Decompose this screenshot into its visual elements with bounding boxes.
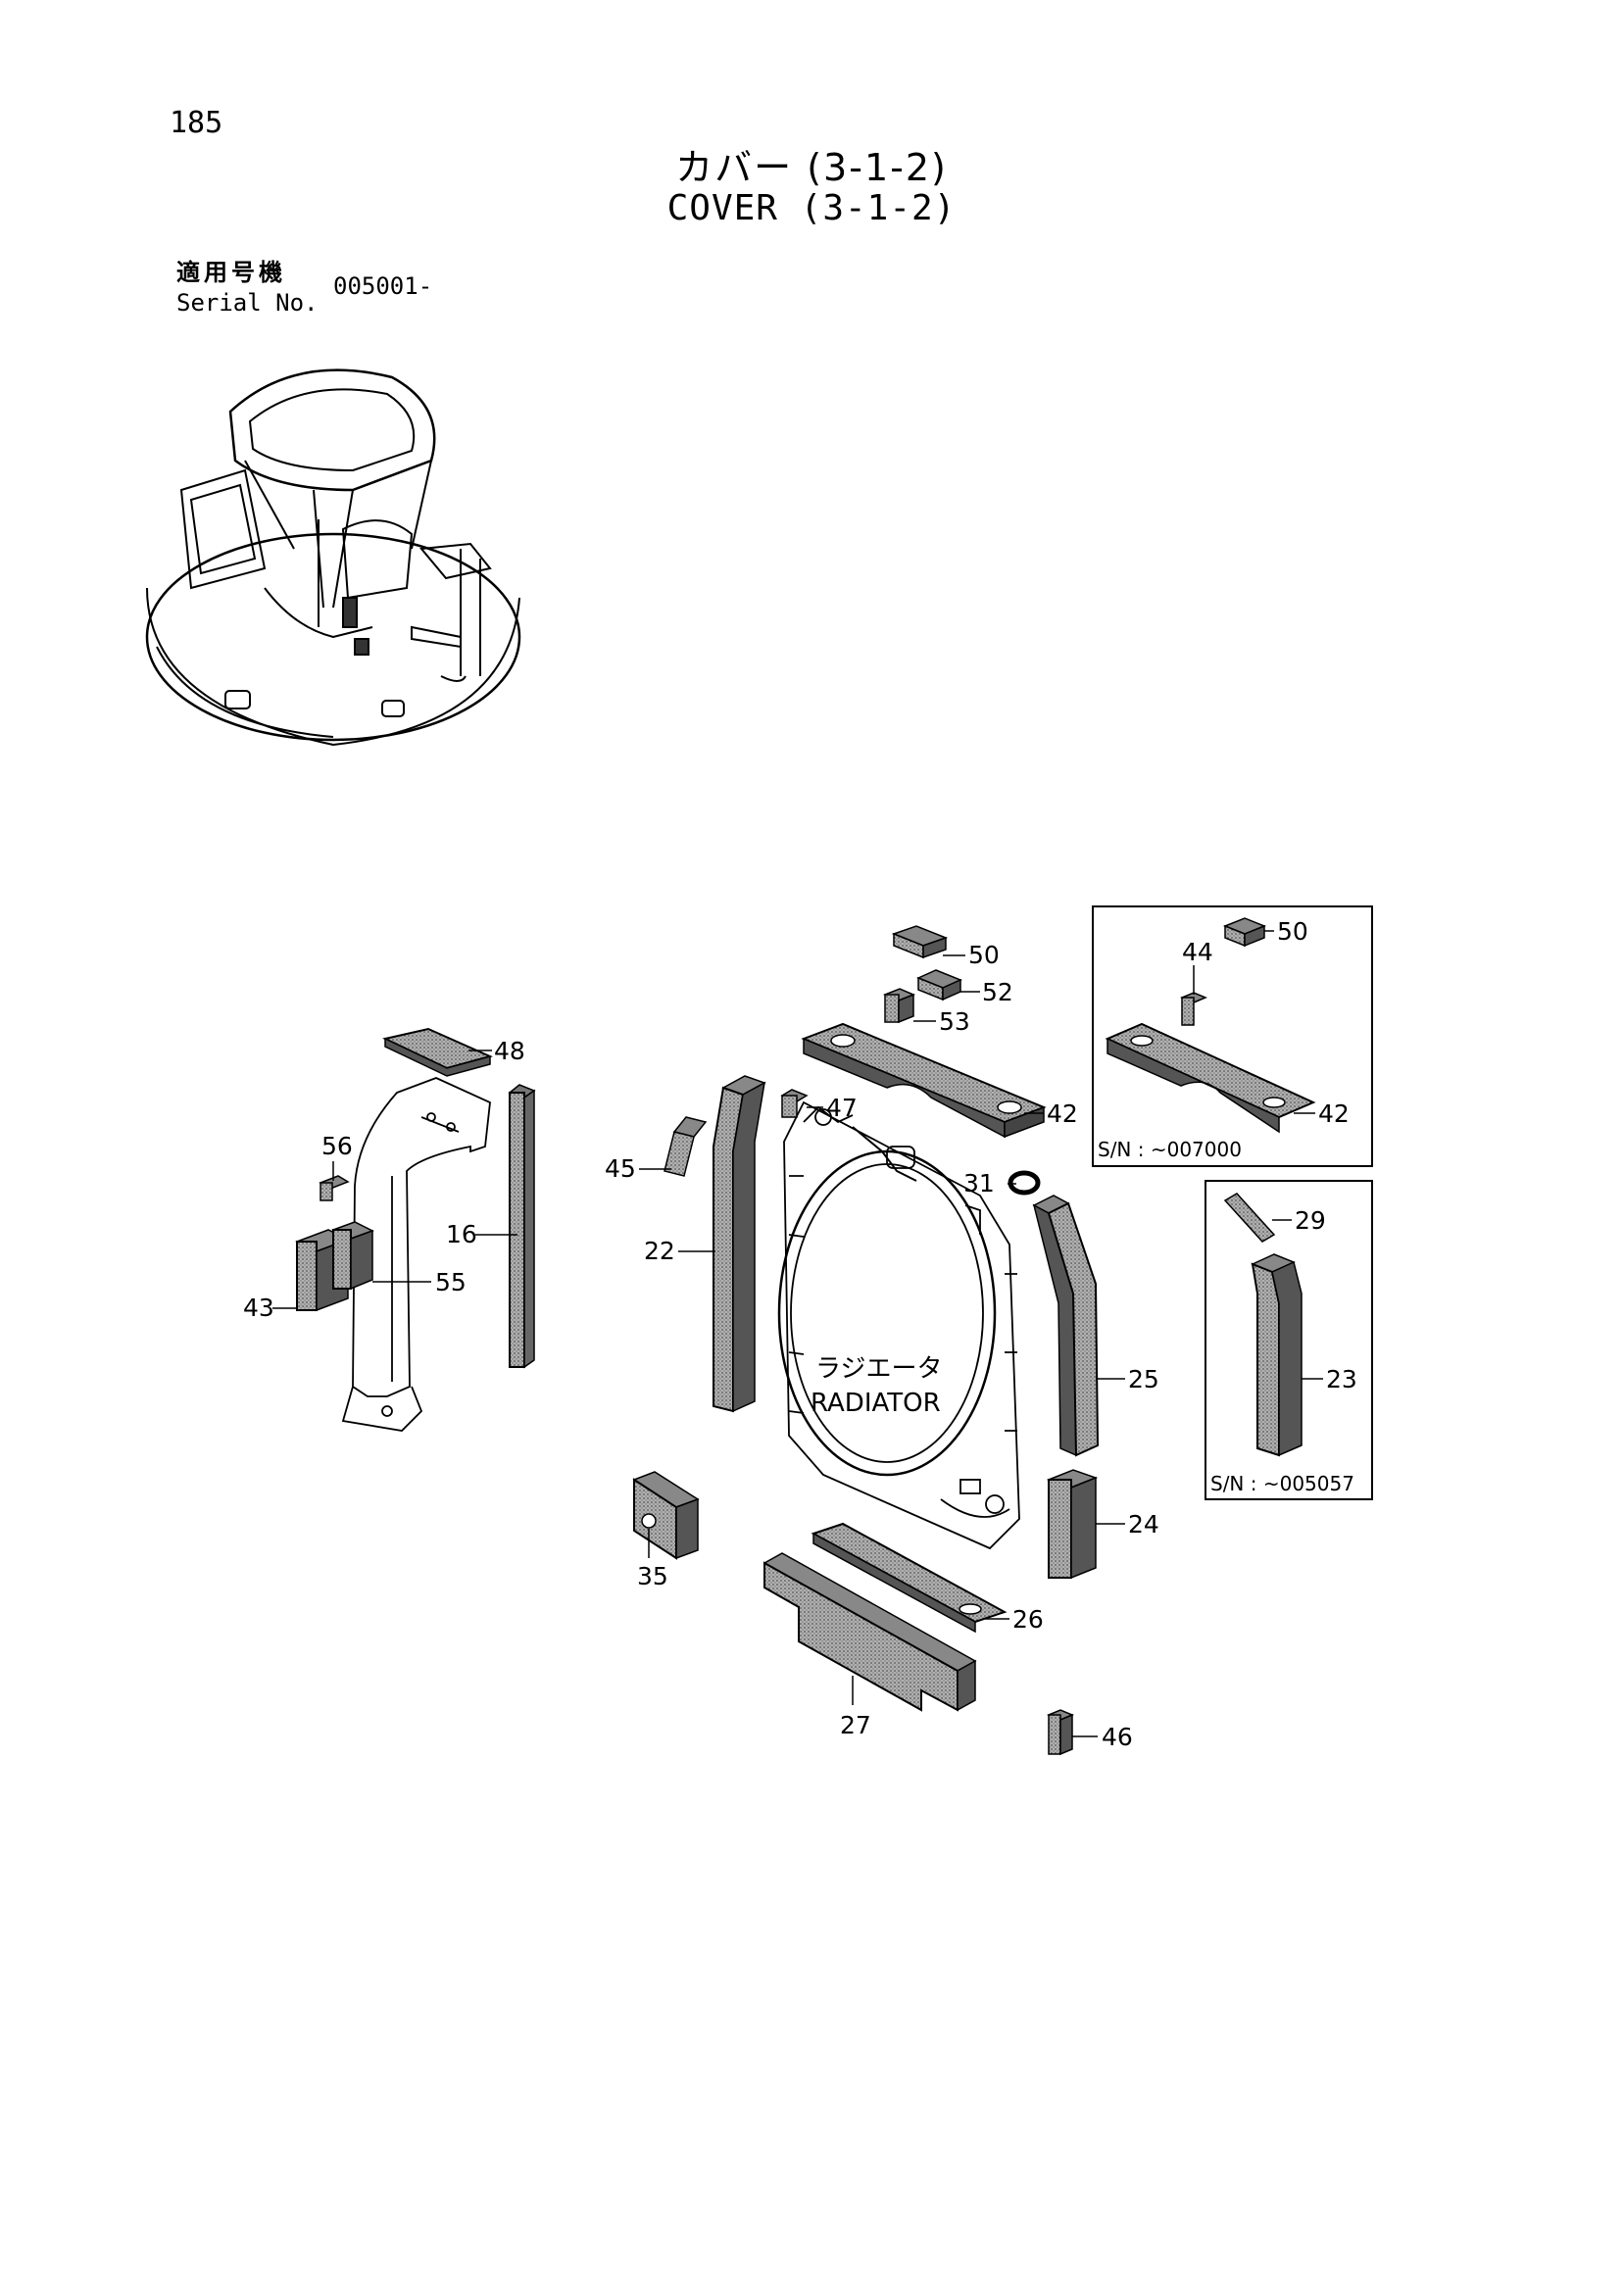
- callout-45: 45: [605, 1154, 636, 1183]
- callout-24: 24: [1128, 1510, 1159, 1539]
- inset-serial-1: S/N : ~007000: [1098, 1138, 1242, 1161]
- callout-25: 25: [1128, 1365, 1159, 1393]
- callout-31: 31: [963, 1169, 995, 1197]
- serial-label-jp: 適用号機: [176, 259, 286, 286]
- inset-callout-29: 29: [1295, 1206, 1326, 1235]
- callout-42: 42: [1047, 1099, 1078, 1128]
- callout-46: 46: [1102, 1723, 1133, 1751]
- foam-part-50: [891, 925, 949, 959]
- callout-26: 26: [1012, 1605, 1044, 1634]
- machine-overview-illustration: [145, 368, 521, 747]
- page-number: 185: [170, 106, 223, 140]
- inset-callout-44: 44: [1182, 938, 1213, 966]
- seal-ring-31: [1008, 1170, 1041, 1196]
- inset-foam-part-50: [1222, 917, 1267, 948]
- foam-part-47: [780, 1089, 809, 1118]
- inset-foam-part-23: [1251, 1253, 1303, 1457]
- foam-part-24: [1046, 1469, 1099, 1580]
- callout-48: 48: [494, 1037, 525, 1065]
- leader-lines: [272, 930, 1323, 1737]
- callout-43: 43: [243, 1294, 274, 1322]
- inset-box-sn-007000: S/N : ~007000: [1092, 905, 1373, 1167]
- foam-part-48: [381, 1027, 493, 1077]
- inset-foam-part-29: [1223, 1193, 1276, 1243]
- inset-foam-part-44: [1180, 992, 1207, 1026]
- foam-part-35: [632, 1471, 700, 1560]
- inset-callout-23: 23: [1326, 1365, 1357, 1393]
- callout-53: 53: [939, 1007, 970, 1036]
- callout-numbers: 48 56 16 55 43 50 52 53 47 45 42 31 22 2…: [243, 917, 1357, 1751]
- foam-part-27: [762, 1552, 977, 1712]
- foam-part-16: [508, 1084, 536, 1369]
- callout-55: 55: [435, 1268, 467, 1296]
- callout-22: 22: [644, 1237, 675, 1265]
- foam-part-46: [1047, 1709, 1074, 1756]
- inset-box-sn-005057: S/N : ~005057: [1205, 1180, 1373, 1500]
- radiator-label-en: RADIATOR: [811, 1389, 941, 1418]
- callout-52: 52: [982, 978, 1013, 1006]
- callout-35: 35: [637, 1562, 668, 1590]
- page-title-en: COVER (3-1-2): [666, 188, 957, 228]
- callout-16: 16: [446, 1220, 477, 1248]
- bracket-frame: [341, 1077, 491, 1432]
- callout-27: 27: [840, 1711, 871, 1739]
- foam-part-22: [713, 1075, 766, 1413]
- serial-value: 005001-: [333, 272, 433, 300]
- foam-part-56: [319, 1175, 350, 1201]
- serial-label-en: Serial No.: [176, 289, 319, 317]
- foam-part-26: [811, 1522, 1008, 1634]
- foam-part-52: [916, 969, 962, 1001]
- callout-50: 50: [968, 941, 1000, 969]
- inset-serial-2: S/N : ~005057: [1210, 1472, 1354, 1495]
- foam-part-42: [801, 1022, 1047, 1139]
- radiator-body: [777, 1100, 1020, 1550]
- inset-callout-50: 50: [1277, 917, 1308, 946]
- inset-foam-part-42: [1105, 1022, 1316, 1134]
- callout-47: 47: [826, 1094, 858, 1122]
- foam-part-55: [331, 1221, 374, 1291]
- page-title-jp: カバー (3-1-2): [675, 146, 948, 189]
- foam-part-25: [1032, 1195, 1100, 1457]
- radiator-label-jp: ラジエータ: [815, 1354, 942, 1384]
- foam-part-53: [883, 988, 915, 1024]
- callout-56: 56: [321, 1132, 353, 1160]
- inset-callout-42: 42: [1318, 1099, 1350, 1128]
- foam-part-45: [664, 1116, 708, 1177]
